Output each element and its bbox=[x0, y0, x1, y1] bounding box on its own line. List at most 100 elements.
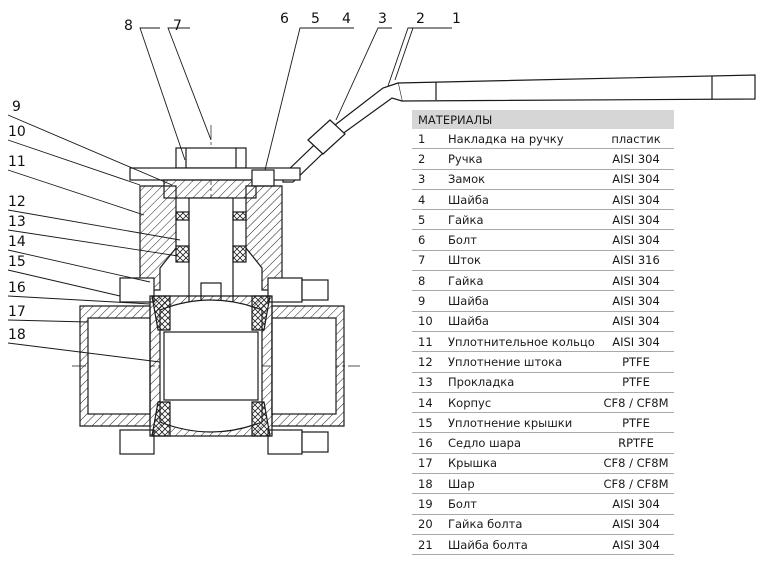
part-material: AISI 304 bbox=[598, 331, 674, 353]
part-material: CF8 / CF8M bbox=[598, 473, 674, 495]
row-number: 20 bbox=[412, 514, 448, 535]
part-name: Шток bbox=[448, 250, 598, 272]
part-name: Шайба болта bbox=[448, 534, 598, 556]
callouts: 1 2 3 4 5 6 7 8 9 10 11 12 13 14 15 16 1… bbox=[8, 11, 461, 343]
part-material: AISI 304 bbox=[598, 209, 674, 231]
part-material: AISI 304 bbox=[598, 534, 674, 556]
row-number: 16 bbox=[412, 432, 448, 454]
part-material: пластик bbox=[598, 129, 674, 150]
part-name: Шайба bbox=[448, 290, 598, 312]
part-name: Гайка bbox=[448, 270, 598, 292]
callout-5: 5 bbox=[311, 11, 320, 27]
row-number: 10 bbox=[412, 311, 448, 332]
part-name: Накладка на ручку bbox=[448, 129, 598, 150]
part-material: AISI 304 bbox=[598, 514, 674, 535]
callout-16: 16 bbox=[8, 280, 26, 296]
callout-17: 17 bbox=[8, 304, 26, 320]
callout-4: 4 bbox=[342, 11, 351, 27]
leader-lines bbox=[7, 27, 452, 363]
callout-6: 6 bbox=[280, 11, 289, 27]
row-number: 19 bbox=[412, 493, 448, 515]
row-number: 18 bbox=[412, 473, 448, 495]
row-number: 9 bbox=[412, 290, 448, 312]
callout-7: 7 bbox=[173, 18, 182, 34]
row-number: 7 bbox=[412, 250, 448, 272]
part-name: Уплотнение крышки bbox=[448, 412, 598, 434]
callout-13: 13 bbox=[8, 214, 26, 230]
part-name: Прокладка bbox=[448, 372, 598, 393]
part-name: Уплотнение штока bbox=[448, 351, 598, 373]
row-number: 3 bbox=[412, 169, 448, 190]
part-material: AISI 304 bbox=[598, 148, 674, 170]
row-number: 2 bbox=[412, 148, 448, 170]
ball-seats bbox=[151, 295, 271, 437]
callout-11: 11 bbox=[8, 154, 26, 170]
part-material: CF8 / CF8M bbox=[598, 392, 674, 414]
part-name: Шар bbox=[448, 473, 598, 495]
part-material: RPTFE bbox=[598, 432, 674, 454]
body-neck bbox=[139, 185, 283, 291]
row-number: 15 bbox=[412, 412, 448, 434]
row-number: 1 bbox=[412, 129, 448, 150]
callout-2: 2 bbox=[416, 11, 425, 27]
part-material: AISI 304 bbox=[598, 290, 674, 312]
callout-9: 9 bbox=[12, 99, 21, 115]
part-name: Шайба bbox=[448, 189, 598, 211]
part-material: AISI 316 bbox=[598, 250, 674, 272]
part-name: Седло шара bbox=[448, 432, 598, 454]
part-material: AISI 304 bbox=[598, 229, 674, 251]
part-name: Гайка болта bbox=[448, 514, 598, 535]
handle bbox=[282, 74, 756, 183]
part-material: AISI 304 bbox=[598, 169, 674, 190]
part-name: Гайка bbox=[448, 209, 598, 231]
part-name: Корпус bbox=[448, 392, 598, 414]
callout-12: 12 bbox=[8, 194, 26, 210]
part-material: AISI 304 bbox=[598, 493, 674, 515]
part-name: Шайба bbox=[448, 311, 598, 332]
callout-3: 3 bbox=[378, 11, 387, 27]
row-number: 6 bbox=[412, 229, 448, 251]
row-number: 14 bbox=[412, 392, 448, 414]
part-material: AISI 304 bbox=[598, 311, 674, 332]
part-name: Болт bbox=[448, 229, 598, 251]
row-number: 13 bbox=[412, 372, 448, 393]
row-number: 5 bbox=[412, 209, 448, 231]
callout-10: 10 bbox=[8, 124, 26, 140]
part-material: PTFE bbox=[598, 372, 674, 393]
part-material: PTFE bbox=[598, 351, 674, 373]
callout-8: 8 bbox=[124, 18, 133, 34]
part-material: AISI 304 bbox=[598, 270, 674, 292]
callout-15: 15 bbox=[8, 254, 26, 270]
part-material: CF8 / CF8M bbox=[598, 453, 674, 475]
part-material: PTFE bbox=[598, 412, 674, 434]
row-number: 4 bbox=[412, 189, 448, 211]
part-name: Замок bbox=[448, 169, 598, 190]
part-name: Уплотнительное кольцо bbox=[448, 331, 598, 353]
part-name: Крышка bbox=[448, 453, 598, 475]
part-material: AISI 304 bbox=[598, 189, 674, 211]
part-name: Болт bbox=[448, 493, 598, 515]
row-number: 21 bbox=[412, 534, 448, 556]
